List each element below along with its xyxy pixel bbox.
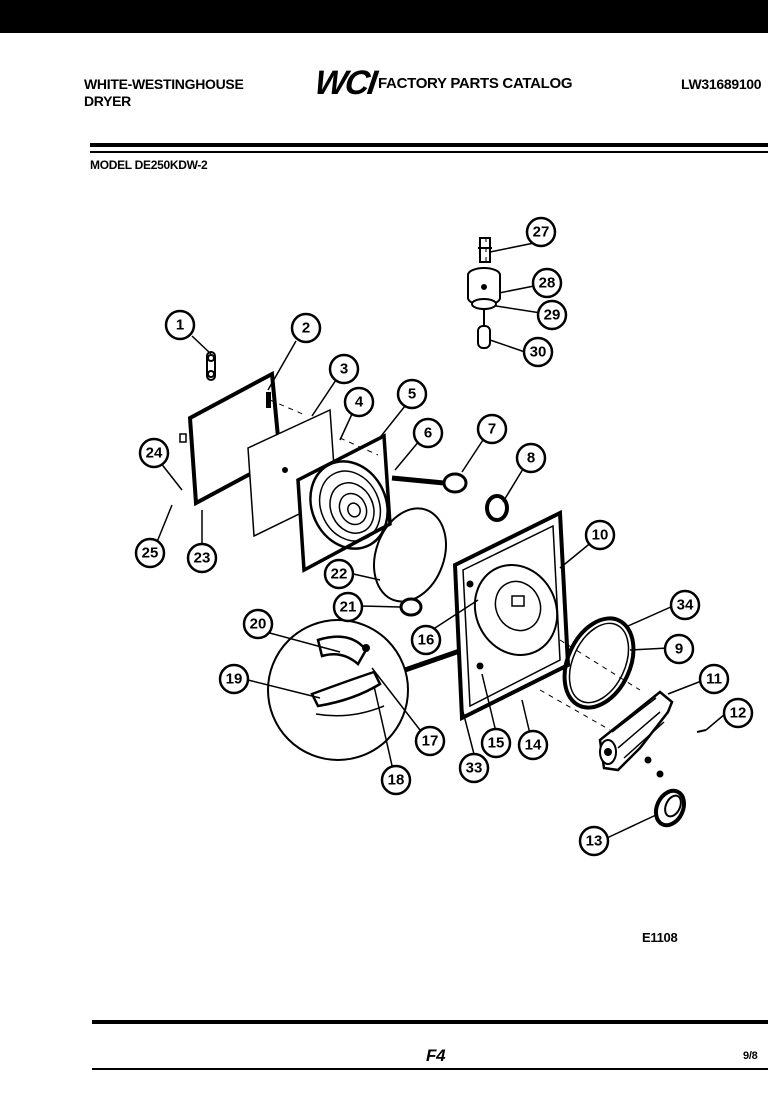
callout-17: 17 — [422, 733, 439, 750]
callout-4: 4 — [355, 394, 364, 411]
top-black-bar — [0, 0, 768, 33]
footer-rule-thin — [92, 1068, 768, 1070]
brand-name: WHITE-WESTINGHOUSE — [84, 76, 244, 92]
callout-18: 18 — [388, 772, 405, 789]
callout-28: 28 — [539, 275, 556, 292]
callout-13: 13 — [586, 833, 603, 850]
callout-20: 20 — [250, 616, 267, 633]
callout-1: 1 — [176, 317, 184, 334]
callout-19: 19 — [226, 671, 243, 688]
part-front-panel — [452, 509, 571, 722]
callout-7: 7 — [488, 421, 496, 438]
callout-9: 9 — [675, 641, 683, 658]
part-latch-8 — [485, 494, 509, 522]
callout-21: 21 — [340, 599, 357, 616]
part-hinge-pin — [206, 351, 216, 381]
part-drum-seal — [562, 616, 636, 710]
header-rule-thick — [90, 143, 768, 147]
callout-numbers: 1 2 3 4 5 6 7 8 9 10 11 12 13 14 15 16 1… — [142, 224, 747, 850]
callout-33: 33 — [466, 760, 483, 777]
callout-6: 6 — [424, 425, 432, 442]
part-switch-assembly — [467, 237, 501, 349]
callout-15: 15 — [488, 735, 505, 752]
product-type: DRYER — [84, 93, 131, 109]
callout-circles — [134, 216, 754, 857]
callout-2: 2 — [302, 320, 310, 337]
callout-leader-lines — [156, 242, 726, 839]
footer-rule-thick — [92, 1020, 768, 1024]
catalog-title: FACTORY PARTS CATALOG — [378, 75, 573, 92]
callout-25: 25 — [142, 545, 159, 562]
callout-29: 29 — [544, 307, 561, 324]
callout-3: 3 — [340, 361, 348, 378]
callout-22: 22 — [331, 566, 348, 583]
part-door-gasket — [373, 507, 447, 603]
callout-12: 12 — [730, 705, 747, 722]
callout-30: 30 — [530, 344, 547, 361]
callout-24: 24 — [146, 445, 163, 462]
header-rule-thin — [90, 151, 768, 153]
callout-8: 8 — [527, 450, 535, 467]
part-screw — [696, 729, 707, 733]
callout-10: 10 — [592, 527, 609, 544]
callout-16: 16 — [418, 632, 435, 649]
part-bushing — [653, 788, 687, 828]
model-label: MODEL DE250KDW-2 — [90, 158, 208, 172]
callout-5: 5 — [408, 386, 416, 403]
catalog-number: LW31689100 — [681, 76, 762, 92]
assembly-guide-lines — [269, 232, 641, 731]
callout-27: 27 — [533, 224, 550, 241]
callout-11: 11 — [706, 671, 722, 688]
callout-14: 14 — [525, 737, 542, 754]
page-label: F4 — [426, 1046, 446, 1065]
drawing-code: E1108 — [642, 930, 678, 945]
part-latch-21 — [399, 597, 423, 617]
callout-34: 34 — [677, 597, 694, 614]
part-drawings — [179, 237, 707, 828]
part-latch-7 — [442, 472, 468, 494]
detail-magnifier-circle — [267, 619, 409, 761]
date-fragment: 9/8 — [743, 1050, 758, 1062]
callout-23: 23 — [194, 550, 211, 567]
